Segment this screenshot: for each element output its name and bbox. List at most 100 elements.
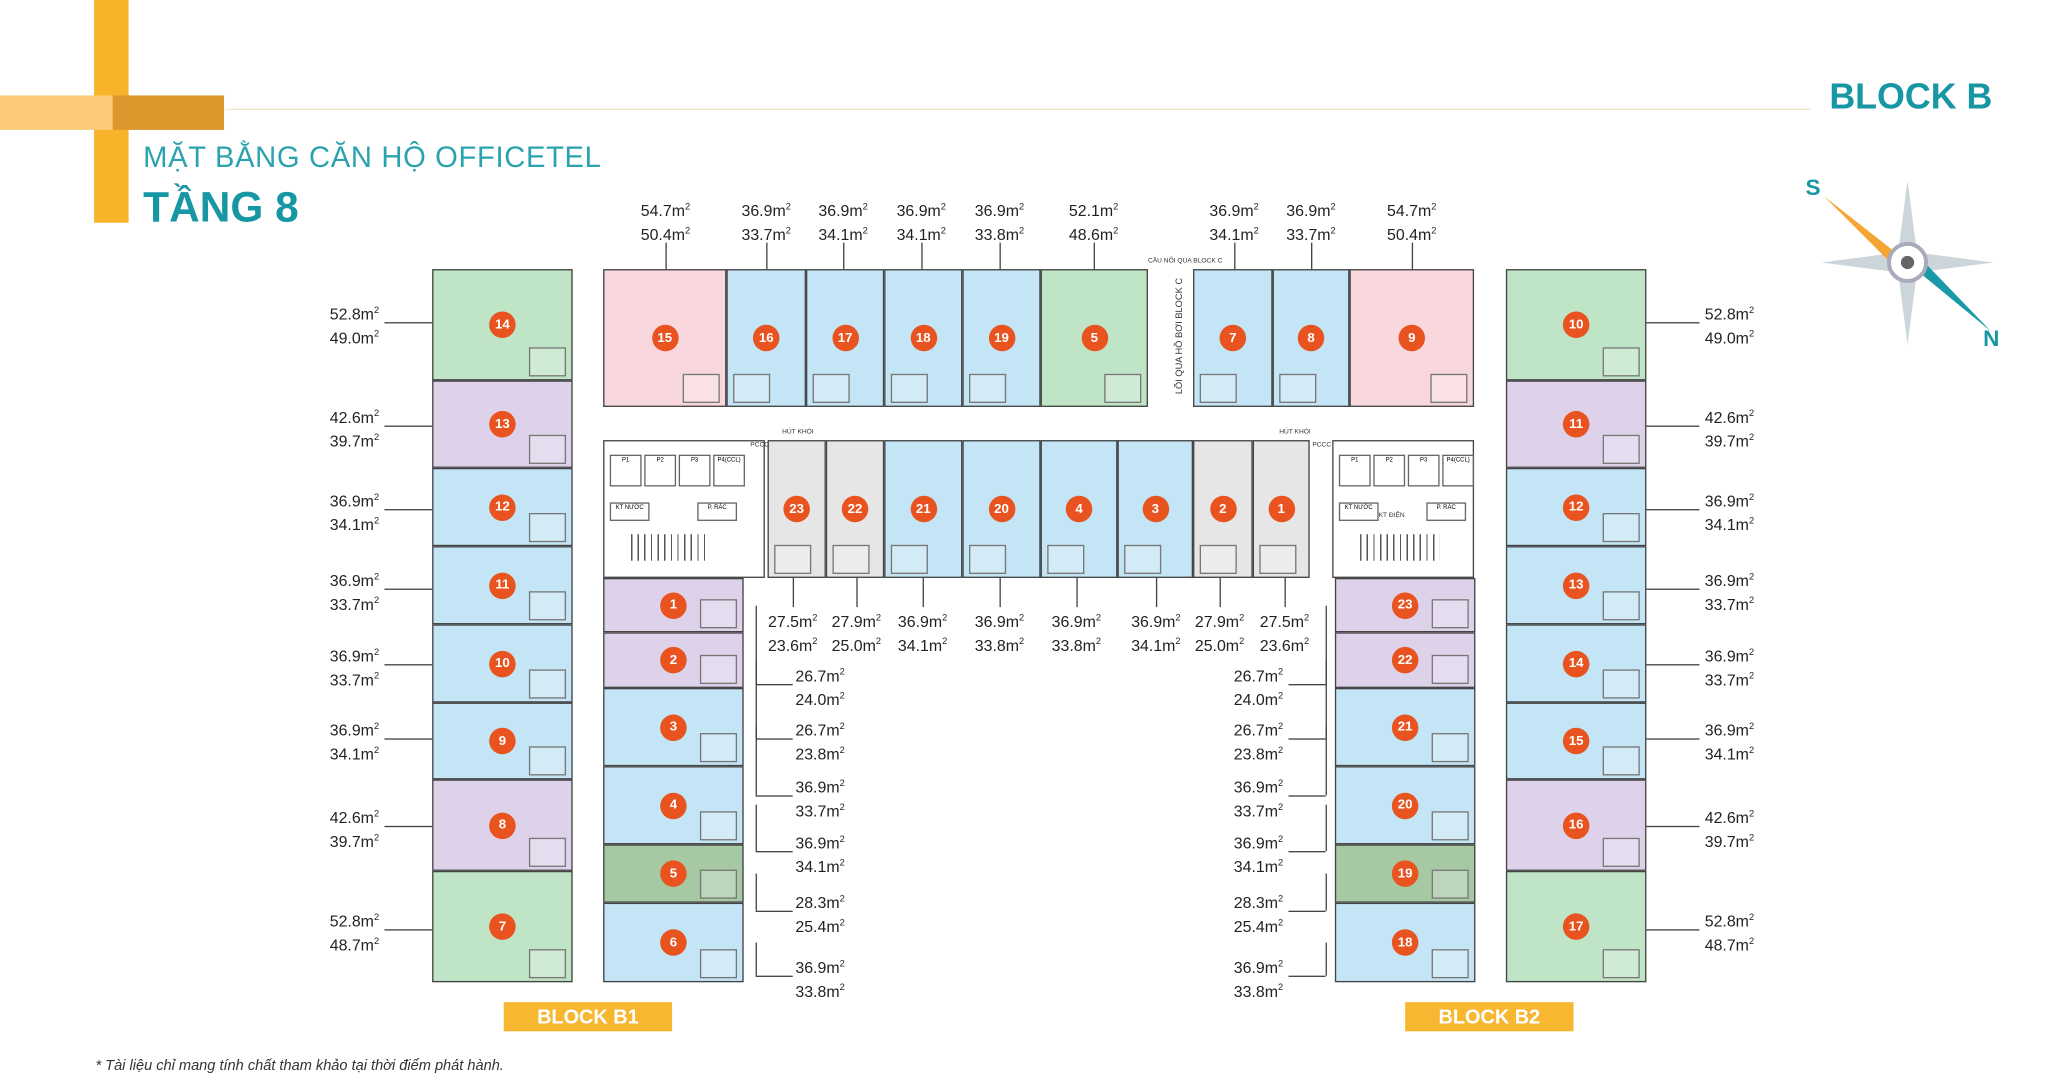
unit-mid-row-1[interactable]: 1 xyxy=(1252,440,1310,578)
unit-b1-outer-12[interactable]: 12 xyxy=(432,467,573,547)
block-b1-label: BLOCK B1 xyxy=(503,1002,673,1032)
unit-b1-outer-13[interactable]: 13 xyxy=(432,380,573,468)
area-unit: m xyxy=(1162,612,1176,631)
unit-top-row-15[interactable]: 15 xyxy=(603,269,727,407)
unit-top-row-9[interactable]: 9 xyxy=(1349,269,1475,407)
unit-b2-outer-15[interactable]: 15 xyxy=(1505,702,1647,780)
gross-area: 42.6m2 xyxy=(300,404,380,428)
area-value: 26.7 xyxy=(795,721,827,740)
unit-b1-outer-7[interactable]: 7 xyxy=(432,870,573,983)
unit-b1-outer-10[interactable]: 10 xyxy=(432,624,573,703)
area-value: 36.9 xyxy=(897,612,929,631)
unit-exponent: 2 xyxy=(373,409,380,419)
unit-top-row-16[interactable]: 16 xyxy=(726,269,806,407)
unit-exponent: 2 xyxy=(1431,226,1437,236)
unit-mid-row-21[interactable]: 21 xyxy=(884,440,963,578)
bathroom xyxy=(1431,811,1469,841)
area-value: 33.8 xyxy=(974,225,1006,244)
unit-b2-outer-14[interactable]: 14 xyxy=(1505,624,1647,703)
unit-exponent: 2 xyxy=(1748,648,1755,658)
leader-line xyxy=(755,726,757,796)
unit-b2-inner-23[interactable]: 23 xyxy=(1334,577,1476,633)
unit-b2-outer-12[interactable]: 12 xyxy=(1505,467,1647,547)
gross-area: 27.9m2 xyxy=(1180,608,1260,632)
unit-b1-inner-2[interactable]: 2 xyxy=(603,632,744,688)
unit-exponent: 2 xyxy=(373,746,380,756)
unit-exponent: 2 xyxy=(373,648,380,658)
area-unit: m xyxy=(1264,666,1279,686)
leader-line xyxy=(755,684,793,686)
unit-mid-row-23[interactable]: 23 xyxy=(767,440,826,578)
net-area: 34.1m2 xyxy=(803,221,883,245)
unit-b1-outer-9[interactable]: 9 xyxy=(432,702,573,780)
unit-top-row-5[interactable]: 5 xyxy=(1040,269,1148,407)
unit-mid-row-4[interactable]: 4 xyxy=(1040,440,1118,578)
unit-mid-row-2[interactable]: 2 xyxy=(1193,440,1253,578)
unit-b2-inner-20[interactable]: 20 xyxy=(1334,766,1476,845)
unit-exponent: 2 xyxy=(1278,722,1284,732)
unit-top-row-19[interactable]: 19 xyxy=(962,269,1041,407)
unit-b2-inner-22[interactable]: 22 xyxy=(1334,632,1476,688)
area-value: 34.1 xyxy=(329,515,361,535)
leader-line xyxy=(384,929,433,931)
unit-number-badge: 17 xyxy=(831,324,859,352)
unit-b1-inner-5[interactable]: 5 xyxy=(603,844,744,903)
unit-top-row-17[interactable]: 17 xyxy=(805,269,885,407)
unit-b1-inner-1[interactable]: 1 xyxy=(603,577,744,633)
room-trash: P. RÁC xyxy=(697,502,738,521)
unit-b2-inner-19[interactable]: 19 xyxy=(1334,844,1476,903)
unit-exponent: 2 xyxy=(1748,722,1755,732)
unit-top-row-18[interactable]: 18 xyxy=(884,269,963,407)
unit-b2-outer-17[interactable]: 17 xyxy=(1505,870,1647,983)
unit-mid-row-3[interactable]: 3 xyxy=(1117,440,1194,578)
unit-b2-outer-10[interactable]: 10 xyxy=(1505,269,1647,381)
bathroom xyxy=(699,733,738,763)
unit-top-row-7[interactable]: 7 xyxy=(1193,269,1273,407)
gross-area: 36.9m2 xyxy=(1204,830,1283,854)
leader-line xyxy=(856,577,858,608)
unit-b1-inner-4[interactable]: 4 xyxy=(603,766,744,845)
area-unit: m xyxy=(360,912,374,931)
unit-mid-row-20[interactable]: 20 xyxy=(962,440,1041,578)
gross-area: 52.1m2 xyxy=(1054,198,1134,222)
area-unit: m xyxy=(1264,857,1279,877)
leader-line xyxy=(1076,577,1078,608)
unit-b1-outer-8[interactable]: 8 xyxy=(432,779,573,871)
unit-b1-inner-6[interactable]: 6 xyxy=(603,902,744,983)
unit-b1-inner-3[interactable]: 3 xyxy=(603,687,744,767)
unit-b2-outer-11[interactable]: 11 xyxy=(1505,380,1647,468)
area-unit: m xyxy=(360,595,374,614)
compass-north-label: N xyxy=(1983,326,2000,352)
unit-b2-inner-21[interactable]: 21 xyxy=(1334,687,1476,767)
unit-top-row-8[interactable]: 8 xyxy=(1272,269,1350,407)
area-unit: m xyxy=(1735,912,1749,931)
leader-line xyxy=(755,910,793,913)
leader-line xyxy=(384,322,433,324)
unit-b2-outer-16[interactable]: 16 xyxy=(1505,779,1647,871)
leader-line xyxy=(1646,509,1700,511)
area-value: 25.4 xyxy=(1233,917,1265,936)
unit-b1-outer-11[interactable]: 11 xyxy=(432,546,573,625)
unit-b1-outer-14[interactable]: 14 xyxy=(432,269,573,381)
unit-exponent: 2 xyxy=(875,637,882,647)
area-value: 39.7 xyxy=(329,432,361,451)
unit-b2-outer-13[interactable]: 13 xyxy=(1505,546,1647,625)
area-unit: m xyxy=(772,225,786,244)
unit-exponent: 2 xyxy=(1748,330,1755,340)
net-area: 33.8m2 xyxy=(1037,632,1117,656)
unit-b2-inner-18[interactable]: 18 xyxy=(1334,902,1476,983)
unit-mid-row-22[interactable]: 22 xyxy=(825,440,885,578)
unit-number-badge: 23 xyxy=(783,495,810,523)
unit-exponent: 2 xyxy=(1748,937,1755,947)
unit-number-badge: 21 xyxy=(1391,713,1419,741)
gross-area: 36.9m2 xyxy=(300,643,380,667)
area-unit: m xyxy=(1735,328,1749,348)
bathroom xyxy=(812,373,850,403)
unit-exponent: 2 xyxy=(373,672,380,682)
